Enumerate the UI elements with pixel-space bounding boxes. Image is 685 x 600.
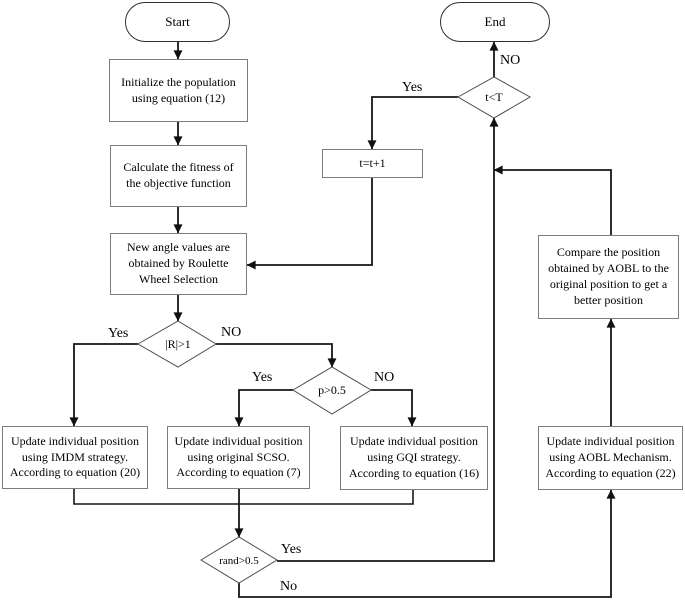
rand-yes-label: Yes	[281, 542, 302, 557]
t-yes-label: Yes	[402, 80, 423, 95]
update-gqi-box: Update individual position using GQI str…	[340, 426, 488, 490]
edge-rand-no-to-aobl	[238, 489, 616, 598]
r-yes-label: Yes	[108, 326, 129, 341]
init-population-box: Initialize the population using equation…	[109, 59, 248, 122]
rand-decision-diamond	[200, 536, 278, 584]
start-terminal: Start	[125, 2, 230, 42]
edge-p-no-to-gqi	[371, 389, 417, 427]
t-no-label: NO	[500, 53, 521, 68]
update-aobl-box: Update individual position using AOBL Me…	[538, 426, 683, 490]
edge-increment-to-roulette	[246, 178, 373, 270]
r-decision-diamond	[136, 320, 217, 368]
edge-rand-yes-to-t-decision	[277, 117, 499, 562]
p-decision-label: p>0.5	[318, 383, 346, 397]
edge-r-yes-to-imdm	[69, 343, 138, 427]
end-terminal: End	[440, 2, 550, 42]
t-increment-box: t=t+1	[322, 149, 423, 178]
rand-no-label: No	[280, 579, 298, 594]
edge-gqi-merge	[239, 490, 414, 505]
p-decision-diamond	[292, 366, 372, 415]
edge-r-no-to-p-decision	[216, 343, 337, 368]
roulette-selection-box: New angle values are obtained by Roulett…	[110, 233, 247, 295]
r-no-label: NO	[221, 325, 242, 340]
p-yes-label: Yes	[252, 370, 273, 385]
edge-t-yes-to-increment	[367, 96, 458, 150]
update-scso-box: Update individual position using origina…	[167, 426, 310, 489]
update-imdm-box: Update individual position using IMDM st…	[2, 426, 148, 489]
calculate-fitness-box: Calculate the fitness of the objective f…	[110, 145, 247, 207]
rand-decision-label: rand>0.5	[219, 555, 259, 567]
p-no-label: NO	[374, 370, 395, 385]
edge-p-yes-to-scso	[234, 389, 293, 427]
r-decision-label: |R|>1	[165, 337, 191, 351]
edge-imdm-merge	[73, 489, 239, 505]
compare-position-box: Compare the position obtained by AOBL to…	[538, 235, 679, 319]
t-decision-label: t<T	[485, 90, 503, 104]
t-decision-diamond	[456, 76, 532, 119]
edge-compare-to-loop	[493, 165, 612, 235]
